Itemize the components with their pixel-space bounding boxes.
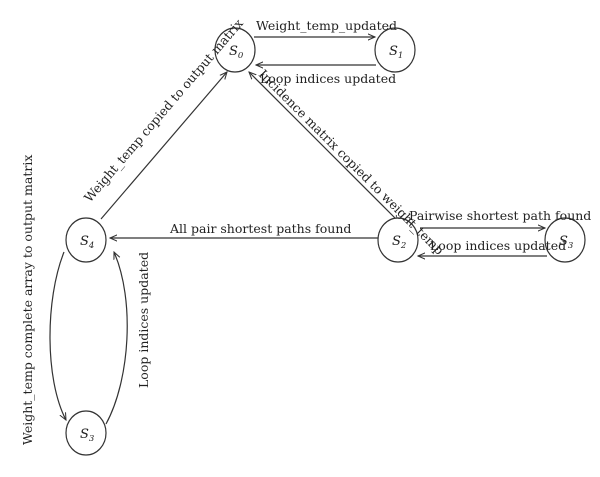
label-s4-to-s0: Weight_temp copied to output matrix <box>81 16 246 205</box>
node-s2 <box>377 217 419 263</box>
node-s0 <box>214 27 256 73</box>
node-s3-right-label: S3 <box>559 234 573 251</box>
node-s2-label: S2 <box>392 234 406 251</box>
edge-s4-to-s3 <box>49 251 66 420</box>
label-s3-to-s4: Loop indices updated <box>136 252 151 388</box>
edge-s4-to-s0 <box>100 72 227 220</box>
label-s3-to-s2: Loop indices updated <box>430 238 566 253</box>
node-s3-bottom <box>65 410 107 456</box>
node-s3-right <box>544 217 586 263</box>
label-s1-to-s0: Loop indices updated <box>260 71 396 86</box>
label-s4-to-s3: Weight_temp complete array to output mat… <box>20 155 35 445</box>
label-s0-to-s1: Weight_temp_updated <box>256 18 397 33</box>
node-s1-label: S1 <box>389 44 403 61</box>
label-s2-to-s4: All pair shortest paths found <box>169 221 351 236</box>
node-s4 <box>65 217 107 263</box>
node-s4-label: S4 <box>80 234 94 251</box>
node-s3-bottom-label: S3 <box>80 427 94 444</box>
node-s1 <box>374 27 416 73</box>
edge-s3-to-s4 <box>105 252 128 425</box>
node-s0-label: S0 <box>229 44 244 61</box>
edge-s2-to-s0 <box>249 72 397 220</box>
label-s2-to-s3: Pairwise shortest path found <box>409 208 591 223</box>
